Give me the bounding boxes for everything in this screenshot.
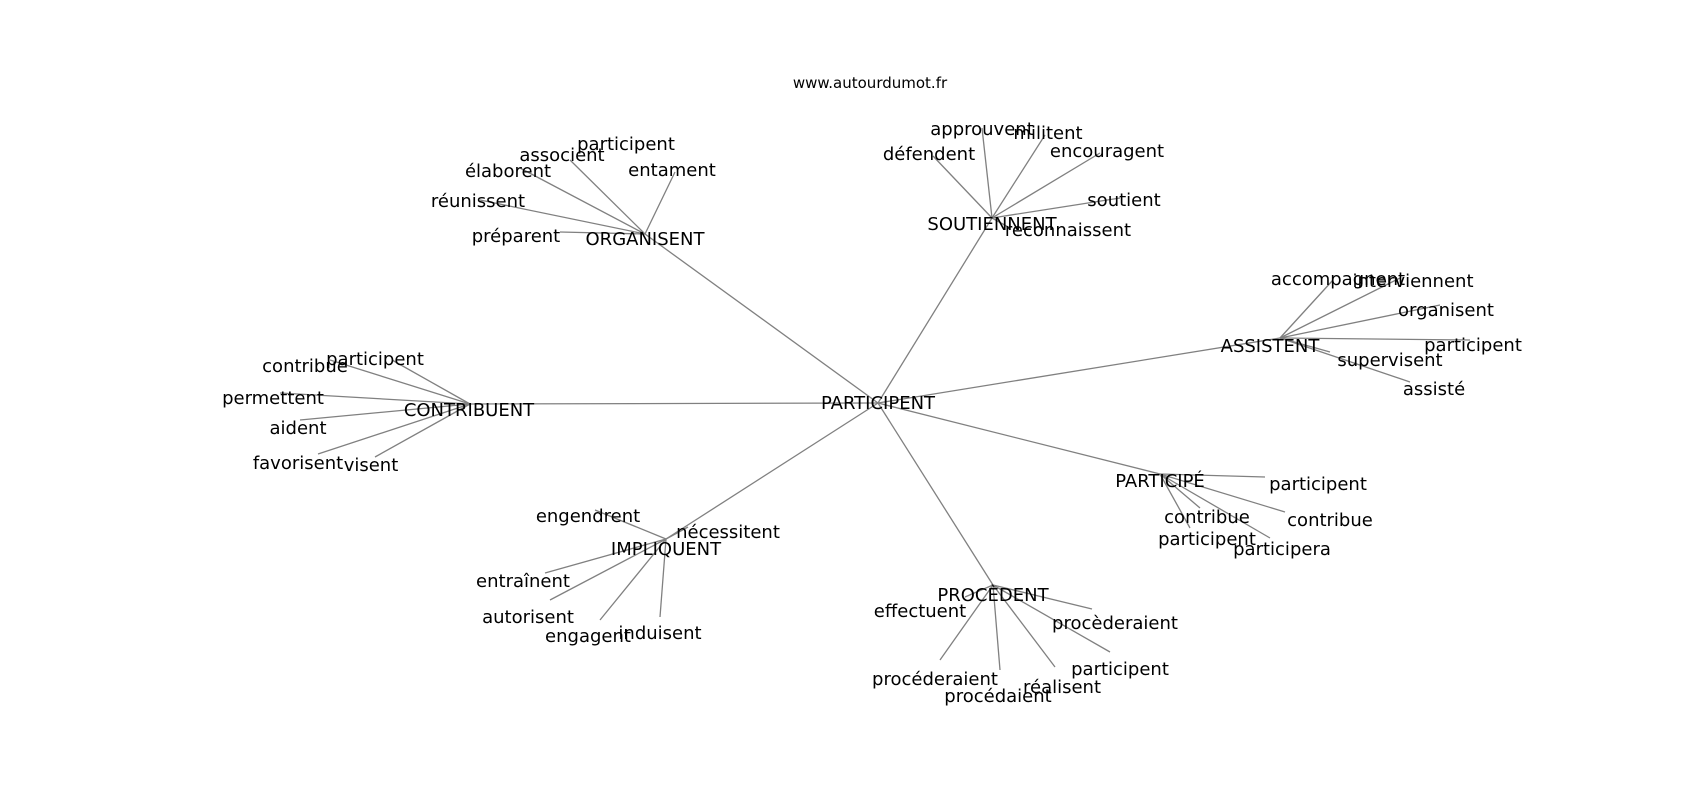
- hub-node-organisent: ORGANISENT: [586, 229, 706, 250]
- leaf-node-contribuent-5: visent: [344, 455, 399, 476]
- edge-soutiennent-5: [991, 217, 1011, 229]
- leaf-node-assistent-5: assisté: [1403, 379, 1465, 400]
- center-node-label: PARTICIPENT: [821, 393, 936, 414]
- leaf-node-contribuent-3: aident: [270, 418, 327, 439]
- leaf-node-assistent-4: supervisent: [1337, 350, 1442, 371]
- edge-participe-4: [1159, 473, 1271, 539]
- edge-assistent-0: [1279, 279, 1334, 339]
- edge-assistent-2: [1279, 304, 1441, 339]
- edge-soutiennent-3: [991, 152, 1101, 219]
- edge-assistent-5: [1279, 337, 1411, 383]
- edge-impliquent-5: [659, 538, 667, 618]
- leaf-node-impliquent-0: engendrent: [536, 506, 640, 527]
- edge-center-soutiennent: [877, 217, 993, 404]
- edge-center-procedent: [877, 402, 994, 586]
- edge-soutiennent-4: [991, 197, 1121, 219]
- edge-participe-3: [1159, 473, 1191, 529]
- hub-node-procedent: PROCÈDENT: [937, 584, 1049, 606]
- edge-organisent-1: [569, 159, 646, 235]
- leaf-node-assistent-0: accompagnent: [1271, 269, 1405, 290]
- leaf-node-procedent-0: effectuent: [874, 601, 966, 622]
- edge-contribuent-2: [279, 392, 471, 405]
- leaf-node-procedent-4: réalisent: [1023, 677, 1101, 698]
- leaf-node-procedent-3: procéderaient: [872, 669, 998, 690]
- edge-organisent-3: [644, 171, 676, 235]
- leaf-node-impliquent-5: induisent: [618, 623, 701, 644]
- leaf-node-organisent-4: réunissent: [431, 191, 525, 212]
- edge-organisent-5: [559, 231, 646, 235]
- edge-assistent-3: [1279, 337, 1471, 341]
- edge-procedent-4: [992, 584, 1056, 668]
- edge-contribuent-1: [391, 359, 471, 405]
- leaf-node-procedent-2: participent: [1071, 659, 1169, 680]
- edge-procedent-2: [992, 584, 1111, 653]
- leaf-node-organisent-1: associent: [519, 145, 604, 166]
- leaf-node-soutiennent-2: défendent: [883, 144, 975, 165]
- edge-procedent-3: [939, 584, 994, 661]
- leaf-node-participe-1: contribue: [1164, 507, 1250, 528]
- leaf-node-organisent-3: entament: [628, 160, 716, 181]
- edge-participe-0: [1159, 473, 1266, 478]
- edge-impliquent-1: [665, 526, 689, 540]
- edge-impliquent-0: [594, 509, 667, 540]
- edge-soutiennent-0: [981, 127, 993, 219]
- edge-center-impliquent: [665, 402, 879, 540]
- leaf-node-participe-0: participent: [1269, 474, 1367, 495]
- edge-center-participe: [877, 402, 1161, 475]
- edge-center-contribuent: [469, 402, 879, 405]
- edge-impliquent-4: [599, 538, 667, 621]
- leaf-node-soutiennent-3: encouragent: [1050, 141, 1164, 162]
- hub-node-impliquent: IMPLIQUENT: [611, 539, 722, 560]
- edge-organisent-4: [479, 199, 646, 235]
- hub-node-assistent: ASSISTENT: [1221, 336, 1321, 357]
- leaf-node-participe-4: participera: [1233, 539, 1331, 560]
- edge-contribuent-3: [299, 403, 471, 421]
- leaf-node-soutiennent-0: approuvent: [930, 119, 1034, 140]
- edge-center-assistent: [877, 337, 1281, 404]
- leaf-node-organisent-2: élaborent: [465, 161, 551, 182]
- leaf-node-contribuent-0: contribue: [262, 356, 348, 377]
- edges: [279, 127, 1471, 671]
- leaf-node-impliquent-2: entraînent: [476, 571, 570, 592]
- edge-contribuent-0: [329, 359, 471, 405]
- leaf-node-impliquent-1: nécessitent: [676, 522, 780, 543]
- edge-center-organisent: [644, 233, 879, 404]
- watermark: www.autourdumot.fr: [793, 74, 948, 92]
- leaf-node-contribuent-2: permettent: [222, 388, 324, 409]
- leaf-node-procedent-1: procèderaient: [1052, 613, 1178, 634]
- leaf-node-participe-3: participent: [1158, 529, 1256, 550]
- leaf-node-soutiennent-4: soutient: [1087, 190, 1160, 211]
- leaf-node-contribuent-4: favorisent: [253, 453, 343, 474]
- hub-node-soutiennent: SOUTIENNENT: [927, 214, 1057, 235]
- edge-assistent-1: [1279, 277, 1401, 339]
- leaf-node-organisent-5: préparent: [472, 226, 561, 247]
- node-labels: PARTICIPENTORGANISENTparticipentassocien…: [222, 119, 1522, 707]
- edge-impliquent-2: [544, 538, 667, 574]
- leaf-node-participe-2: contribue: [1287, 510, 1373, 531]
- edge-soutiennent-1: [991, 134, 1046, 219]
- edge-procedent-0: [964, 584, 994, 598]
- leaf-node-procedent-5: procédaient: [944, 686, 1051, 707]
- leaf-node-impliquent-4: engagent: [545, 626, 631, 647]
- edge-participe-2: [1159, 473, 1286, 513]
- edge-soutiennent-2: [932, 155, 993, 219]
- edge-procedent-5: [992, 584, 1001, 671]
- leaf-node-impliquent-3: autorisent: [482, 607, 574, 628]
- leaf-node-organisent-0: participent: [577, 134, 675, 155]
- edge-impliquent-3: [549, 538, 667, 601]
- edge-procedent-1: [992, 584, 1093, 610]
- leaf-node-contribuent-1: participent: [326, 349, 424, 370]
- hub-node-contribuent: CONTRIBUENT: [404, 400, 535, 421]
- leaf-node-assistent-2: organisent: [1398, 300, 1494, 321]
- leaf-node-soutiennent-1: militent: [1013, 123, 1082, 144]
- edge-contribuent-4: [317, 403, 471, 455]
- leaf-node-assistent-1: interviennent: [1352, 271, 1473, 292]
- leaf-node-assistent-3: participent: [1424, 335, 1522, 356]
- leaf-node-soutiennent-5: reconnaissent: [1005, 220, 1131, 241]
- edge-contribuent-5: [374, 403, 471, 458]
- edge-organisent-2: [519, 167, 646, 235]
- edge-participe-1: [1159, 473, 1201, 509]
- hub-node-participe: PARTICIPÉ: [1115, 470, 1205, 492]
